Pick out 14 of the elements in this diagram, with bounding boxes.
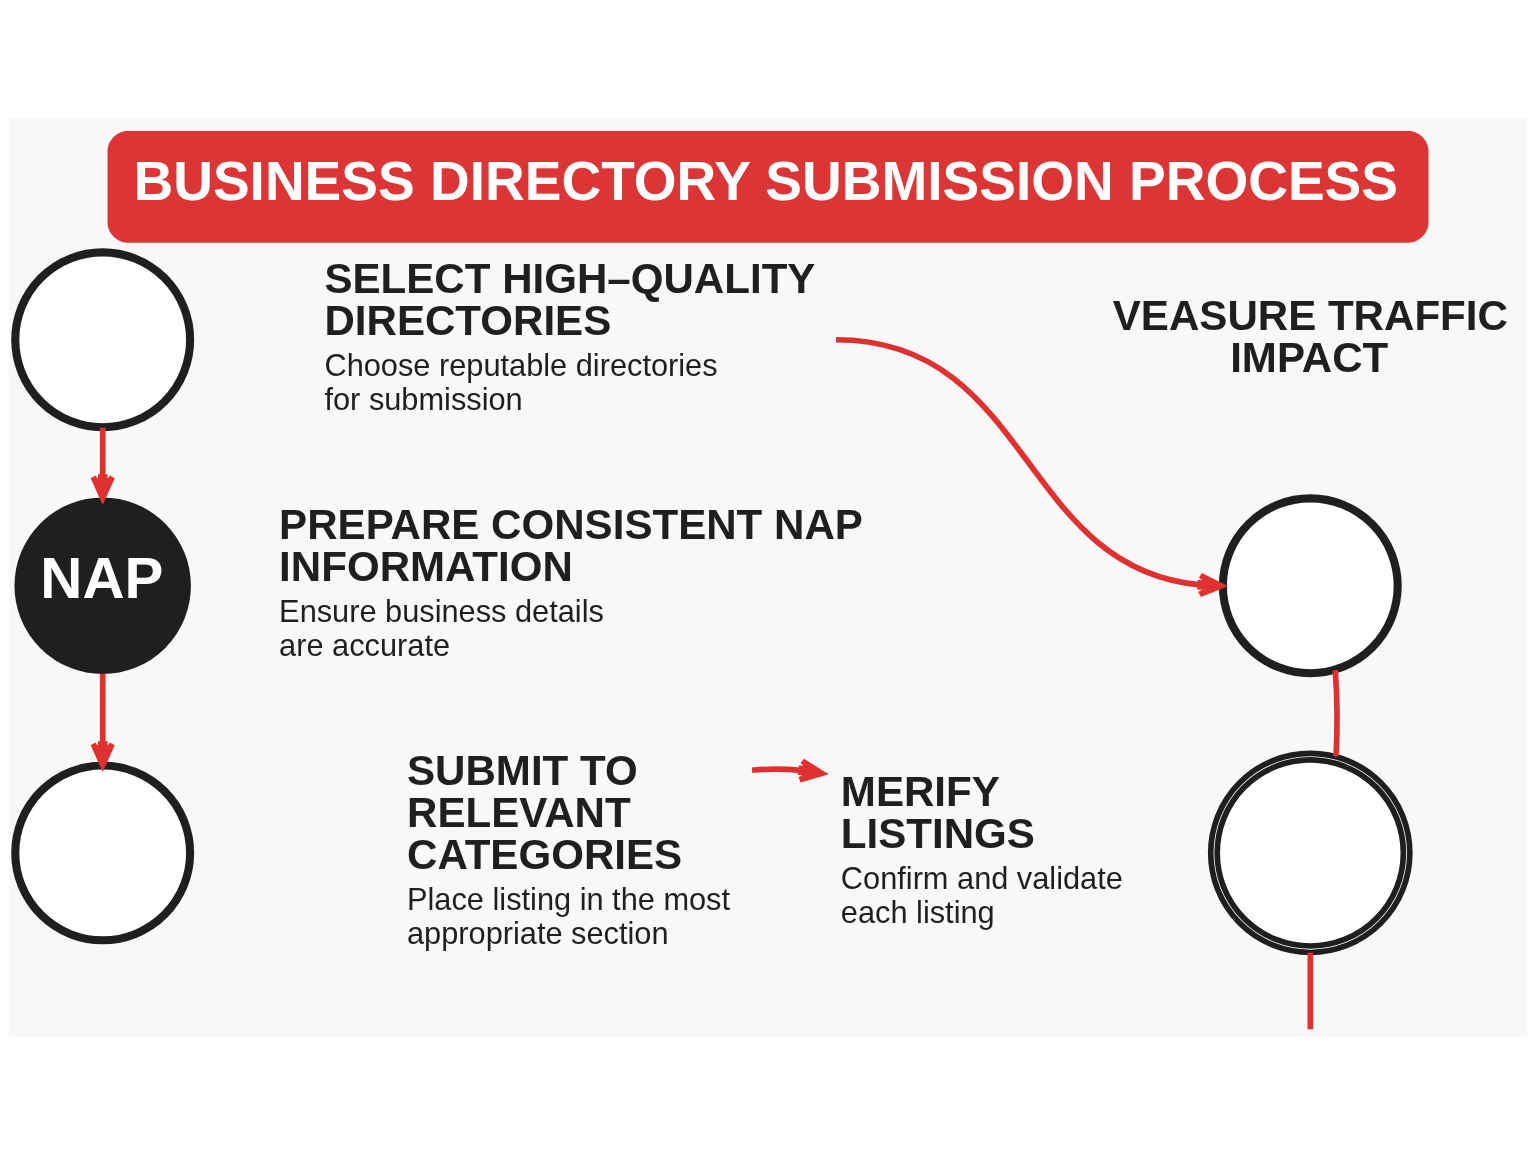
node-text: PREPARE CONSISTENT NAP INFORMATION Ensure business details are accurate — [279, 500, 863, 663]
node-label: VEASURE TRAFFIC IMPACT — [1112, 291, 1508, 381]
node-circle — [1207, 750, 1413, 955]
node-text: SUBMIT TO RELEVANT CATEGORIES Place listing in the most appropriate section — [407, 746, 731, 951]
node-circle — [11, 760, 195, 944]
node-text: SELECT HIGH–QUALITY DIRECTORIES Choose reputable directories for submission — [324, 254, 816, 417]
node-circle: NAP — [14, 497, 191, 674]
connector — [1332, 669, 1340, 757]
diagram-title: BUSINESS DIRECTORY SUBMISSION PROCESS — [133, 149, 1399, 212]
connector — [1307, 952, 1314, 1029]
node-circle — [1218, 493, 1402, 677]
arrow — [835, 336, 1225, 597]
node-circle — [11, 247, 195, 431]
node-text: MERIFY LISTINGS Confirm and validate each listing — [840, 767, 1123, 930]
